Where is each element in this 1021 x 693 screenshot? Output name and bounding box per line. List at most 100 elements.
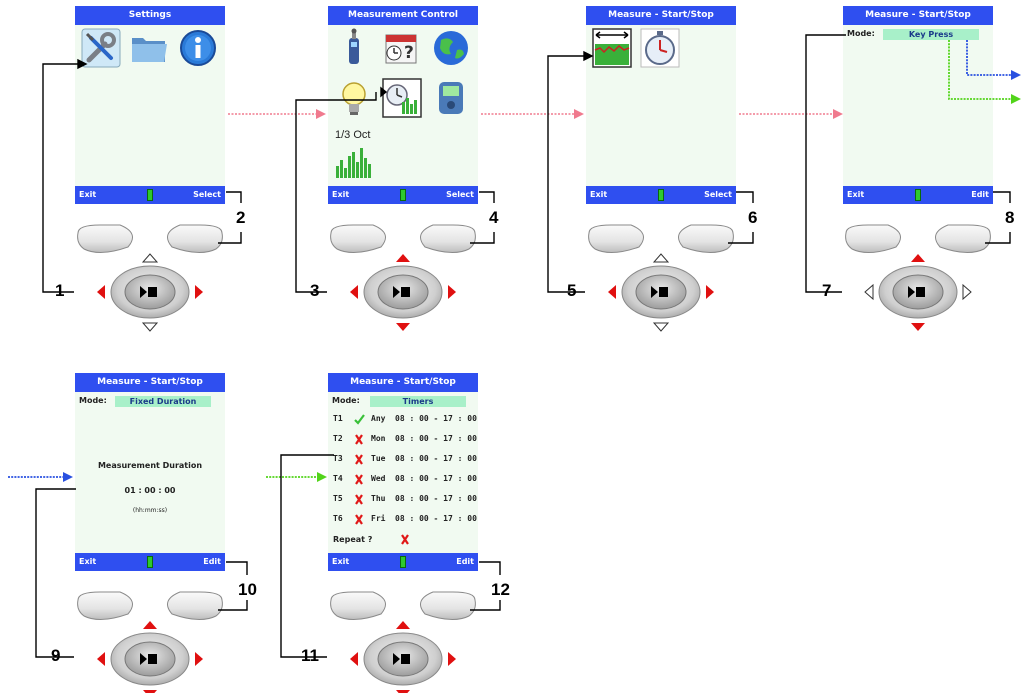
play-stop-icon xyxy=(651,286,658,298)
right-arrow-icon[interactable] xyxy=(448,652,456,666)
left-arrow-icon[interactable] xyxy=(608,285,616,299)
timer-day: Thu xyxy=(371,494,386,503)
mode-label: Mode: xyxy=(79,396,107,405)
down-arrow-icon[interactable] xyxy=(396,323,410,331)
screen-measure-start-stop: Measure - Start/Stop Exit Select xyxy=(586,6,736,204)
octave-bars-icon[interactable] xyxy=(334,140,374,180)
right-arrow-icon[interactable] xyxy=(706,285,714,299)
up-arrow-icon[interactable] xyxy=(396,621,410,629)
up-arrow-icon[interactable] xyxy=(396,254,410,262)
select-softkey-label: Select xyxy=(446,190,474,199)
up-arrow-icon[interactable] xyxy=(652,253,670,263)
left-arrow-icon[interactable] xyxy=(350,652,358,666)
timer-row[interactable]: T5 Thu 08 : 00 - 17 : 00 xyxy=(333,493,477,505)
up-arrow-icon[interactable] xyxy=(141,253,159,263)
cross-icon[interactable] xyxy=(354,474,365,485)
timer-time-range: 08 : 00 - 17 : 00 xyxy=(395,514,477,523)
up-arrow-icon[interactable] xyxy=(911,254,925,262)
step-number: 11 xyxy=(301,646,319,665)
left-softkey-button[interactable] xyxy=(588,224,644,253)
battery-device-icon[interactable] xyxy=(431,78,471,118)
timer-day: Any xyxy=(371,414,386,423)
step-number: 5 xyxy=(567,281,577,300)
transition-arrow xyxy=(228,109,843,119)
timer-id: T5 xyxy=(333,494,343,503)
left-softkey-button[interactable] xyxy=(330,224,386,253)
left-arrow-icon[interactable] xyxy=(864,283,874,301)
cross-icon[interactable] xyxy=(354,434,365,445)
battery-icon xyxy=(400,556,406,568)
right-softkey-button[interactable] xyxy=(935,224,991,253)
screen-mode-fixed-duration: Measure - Start/Stop Mode: Fixed Duratio… xyxy=(75,373,225,571)
left-softkey-button[interactable] xyxy=(77,224,133,253)
step-number: 3 xyxy=(310,281,320,300)
right-arrow-icon[interactable] xyxy=(195,285,203,299)
stopwatch-chart-icon[interactable] xyxy=(382,78,422,118)
cross-icon[interactable] xyxy=(354,494,365,505)
right-softkey-button[interactable] xyxy=(678,224,734,253)
info-icon[interactable] xyxy=(178,28,218,68)
step-number: 1 xyxy=(55,281,65,300)
left-softkey-button[interactable] xyxy=(330,591,386,620)
left-softkey-button[interactable] xyxy=(77,591,133,620)
keypad xyxy=(330,591,476,693)
exit-softkey-label: Exit xyxy=(79,557,97,566)
cross-icon[interactable] xyxy=(354,514,365,525)
down-arrow-icon[interactable] xyxy=(141,322,159,332)
sound-level-meter-icon[interactable] xyxy=(334,28,374,68)
blue-incoming-arrow xyxy=(8,472,73,482)
keypad xyxy=(77,224,223,332)
step-number: 10 xyxy=(238,580,257,599)
battery-icon xyxy=(147,189,153,201)
timer-day: Fri xyxy=(371,514,386,523)
right-arrow-icon[interactable] xyxy=(195,652,203,666)
right-arrow-icon[interactable] xyxy=(962,283,972,301)
timer-day: Wed xyxy=(371,474,386,483)
softkey-bar: Exit Edit xyxy=(843,186,993,204)
check-icon[interactable] xyxy=(354,414,365,425)
duration-value[interactable]: 01 : 00 : 00 xyxy=(124,486,176,495)
right-arrow-icon[interactable] xyxy=(448,285,456,299)
down-arrow-icon[interactable] xyxy=(911,323,925,331)
down-arrow-icon[interactable] xyxy=(396,690,410,693)
left-arrow-icon[interactable] xyxy=(97,285,105,299)
down-arrow-icon[interactable] xyxy=(143,690,157,693)
right-softkey-button[interactable] xyxy=(167,591,223,620)
screen-measurement-control: Measurement Control ? 1/3 Oct xyxy=(328,6,478,204)
mode-value-field[interactable]: Timers xyxy=(370,396,466,407)
stopwatch-icon[interactable] xyxy=(640,28,680,68)
timer-id: T1 xyxy=(333,414,343,423)
left-arrow-icon[interactable] xyxy=(350,285,358,299)
screen-title: Measurement Control xyxy=(328,6,478,25)
left-softkey-button[interactable] xyxy=(845,224,901,253)
folder-icon[interactable] xyxy=(129,28,169,68)
mode-value-field[interactable]: Fixed Duration xyxy=(115,396,211,407)
svg-text:?: ? xyxy=(404,43,414,63)
step-number: 9 xyxy=(51,646,61,665)
right-softkey-button[interactable] xyxy=(167,224,223,253)
up-arrow-icon[interactable] xyxy=(143,621,157,629)
mode-value-field[interactable]: Key Press xyxy=(883,29,979,40)
timer-time-range: 08 : 00 - 17 : 00 xyxy=(395,494,477,503)
softkey-bar: Exit Select xyxy=(328,186,478,204)
calendar-icon[interactable]: ? xyxy=(382,28,422,68)
blue-branch-arrow xyxy=(966,40,1021,80)
right-softkey-button[interactable] xyxy=(420,591,476,620)
timer-day: Mon xyxy=(371,434,386,443)
left-arrow-icon[interactable] xyxy=(97,652,105,666)
softkey-bar: Exit Edit xyxy=(75,553,225,571)
cross-icon[interactable] xyxy=(400,534,410,545)
right-softkey-button[interactable] xyxy=(420,224,476,253)
cross-icon[interactable] xyxy=(354,454,365,465)
globe-icon[interactable] xyxy=(431,28,471,68)
duration-format: (hh:mm:ss) xyxy=(132,507,168,514)
wrench-screwdriver-icon[interactable] xyxy=(81,28,121,68)
down-arrow-icon[interactable] xyxy=(652,322,670,332)
level-graph-icon[interactable] xyxy=(592,28,632,68)
